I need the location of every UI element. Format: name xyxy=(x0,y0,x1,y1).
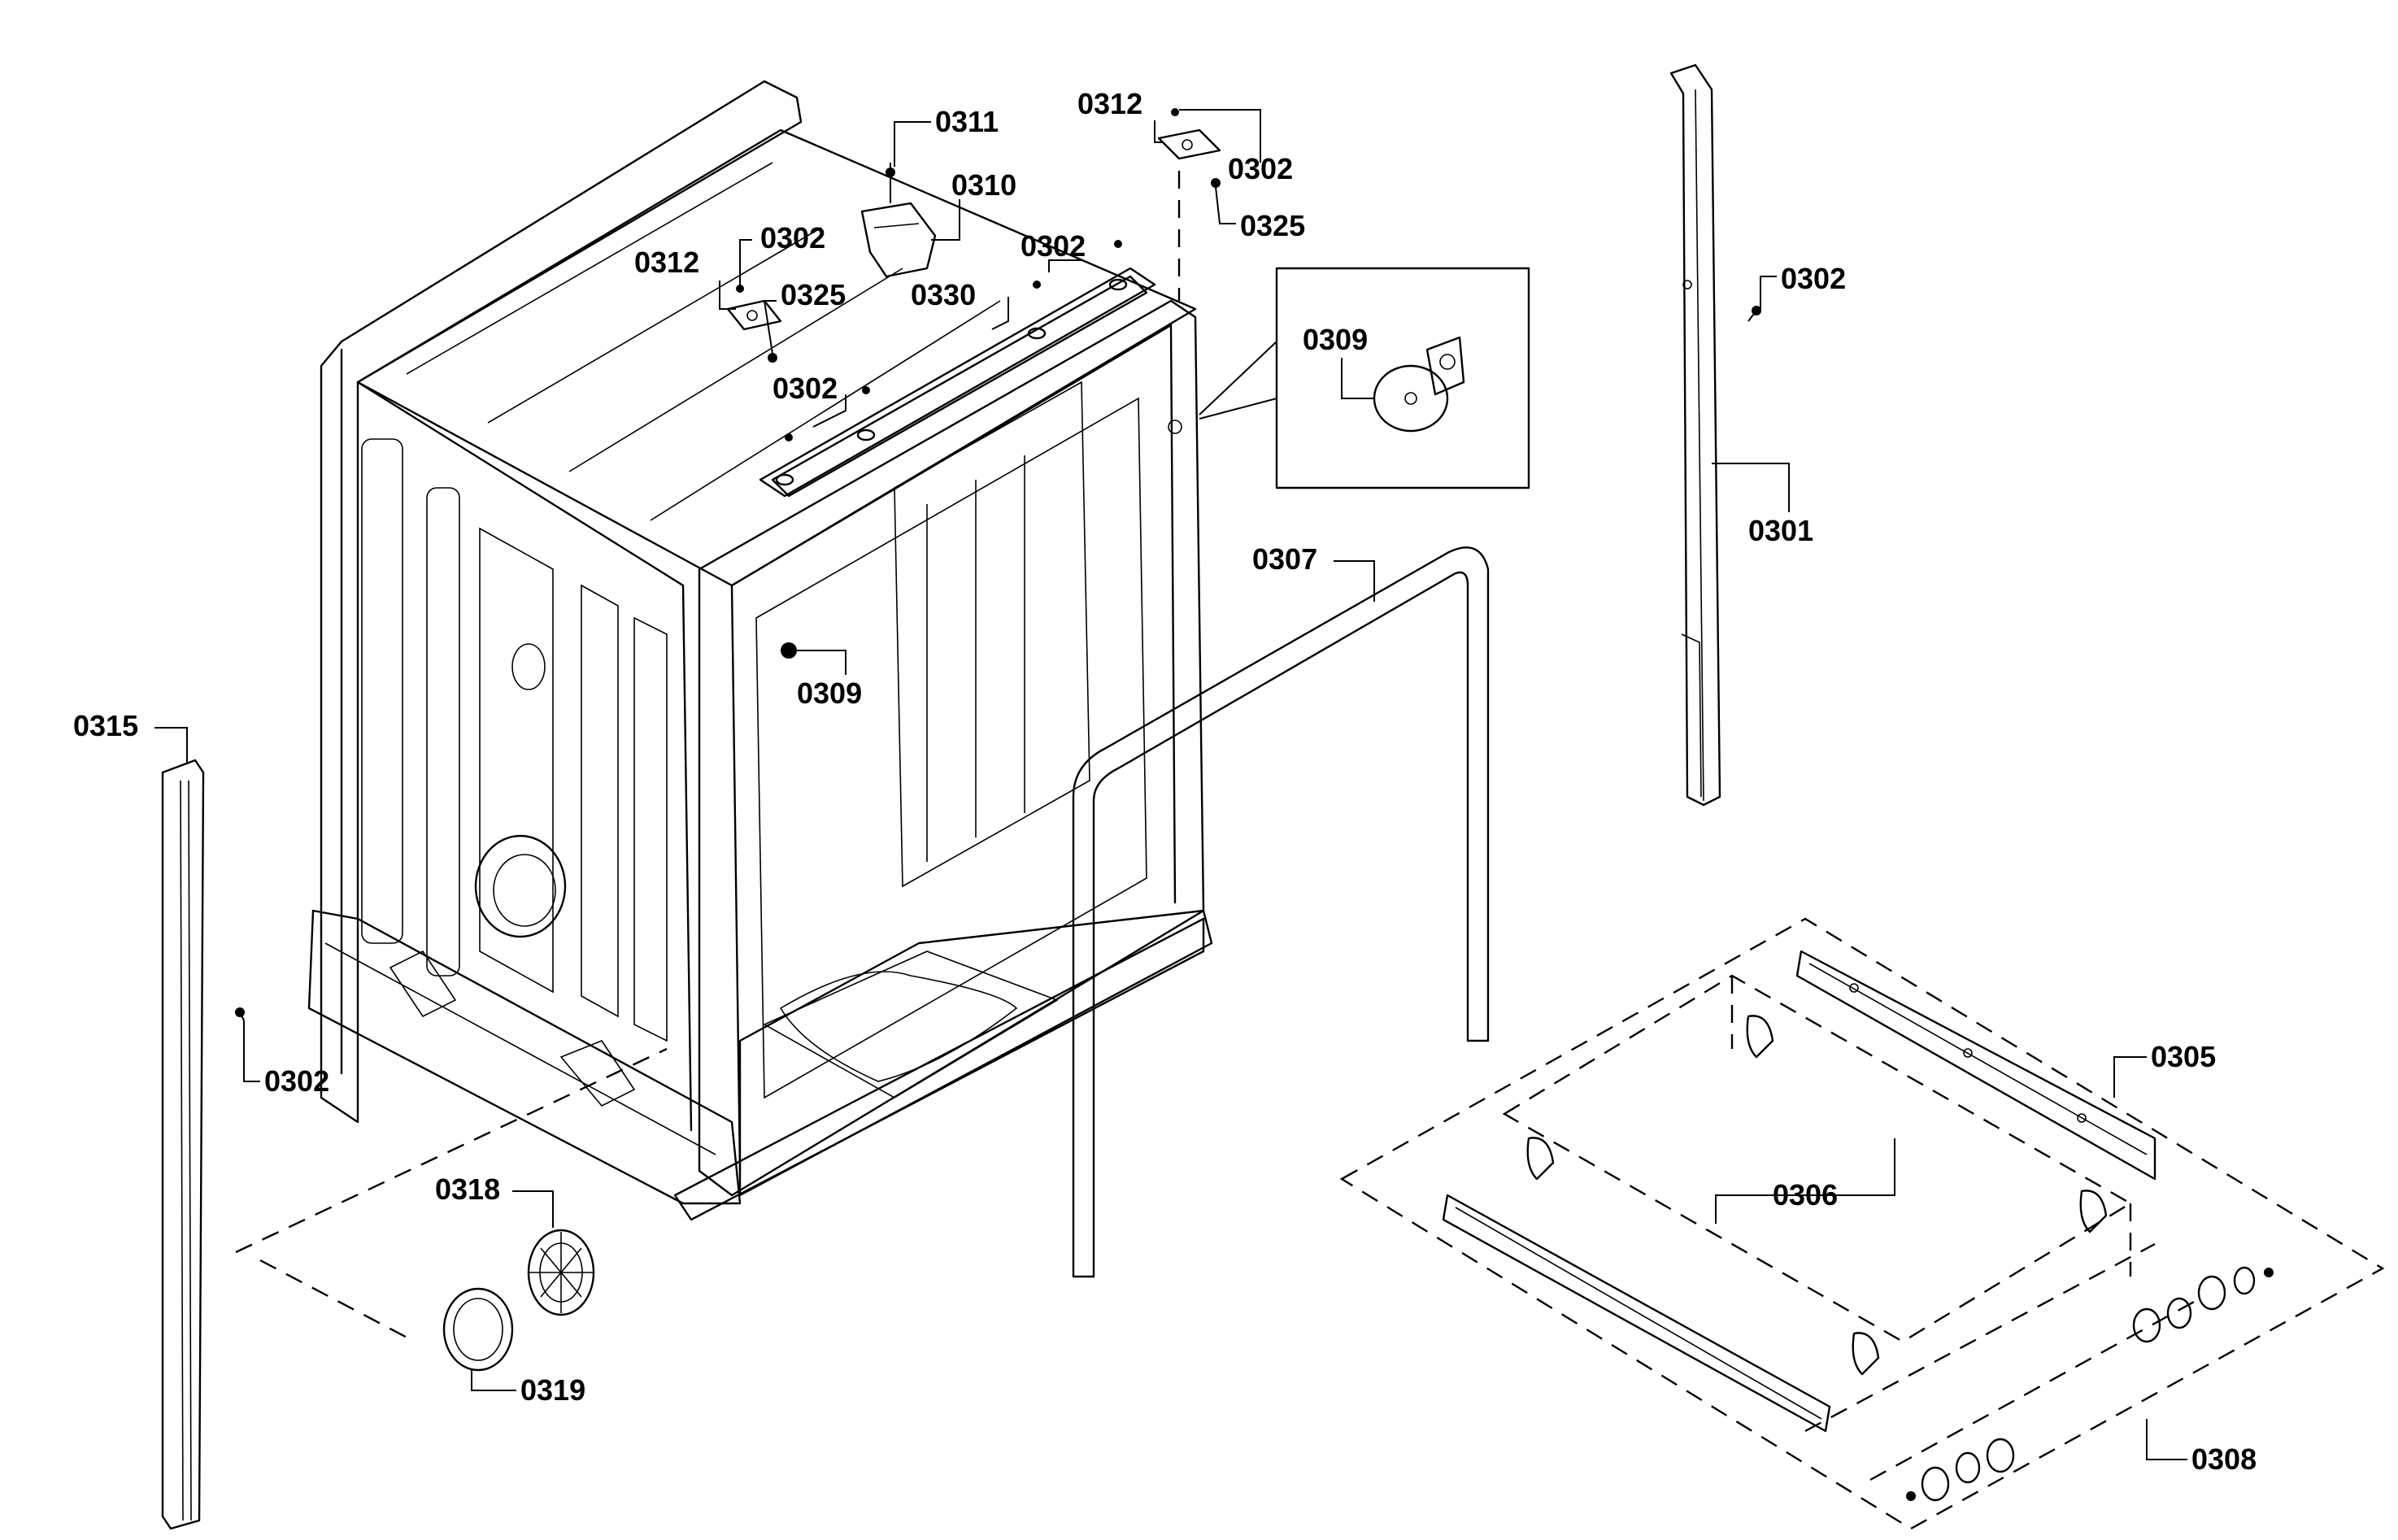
rail-kit xyxy=(1339,917,2385,1530)
label-0325-right: 0325 xyxy=(1240,209,1305,242)
label-0305: 0305 xyxy=(2151,1040,2216,1073)
label-0311: 0311 xyxy=(935,105,999,138)
sump-parts xyxy=(235,1047,668,1372)
leader-lines xyxy=(154,109,2187,1460)
label-0310: 0310 xyxy=(951,168,1016,202)
label-0309-detail: 0309 xyxy=(1303,323,1368,356)
part-labels: 0312 0302 0325 0311 0310 0302 0330 0302 … xyxy=(73,87,2257,1476)
label-0312-right: 0312 xyxy=(1077,87,1142,120)
dishwasher-tub xyxy=(307,80,1213,1221)
label-0319: 0319 xyxy=(520,1373,585,1407)
label-0302-left: 0302 xyxy=(264,1064,329,1098)
label-0315: 0315 xyxy=(73,709,138,742)
side-strip-left xyxy=(161,759,245,1530)
label-0302-side-right: 0302 xyxy=(1781,262,1846,295)
label-0312-left: 0312 xyxy=(634,246,699,279)
label-0309-tub: 0309 xyxy=(797,676,862,710)
label-0325-left: 0325 xyxy=(781,278,846,311)
latch-assembly xyxy=(726,108,1221,498)
door-gasket xyxy=(1072,546,1490,1278)
label-0302-e: 0302 xyxy=(1228,152,1293,185)
side-strip-right xyxy=(1669,63,1761,807)
label-0330: 0330 xyxy=(911,278,976,311)
label-0318: 0318 xyxy=(435,1172,500,1206)
label-0302-a: 0302 xyxy=(760,221,825,254)
label-0302-c: 0302 xyxy=(1021,229,1086,263)
label-0302-d: 0302 xyxy=(772,372,838,405)
label-0306: 0306 xyxy=(1773,1178,1838,1212)
label-0308: 0308 xyxy=(2191,1442,2257,1476)
grommet-detail xyxy=(1199,267,1530,489)
label-0301: 0301 xyxy=(1748,514,1813,547)
label-0307: 0307 xyxy=(1252,542,1317,576)
